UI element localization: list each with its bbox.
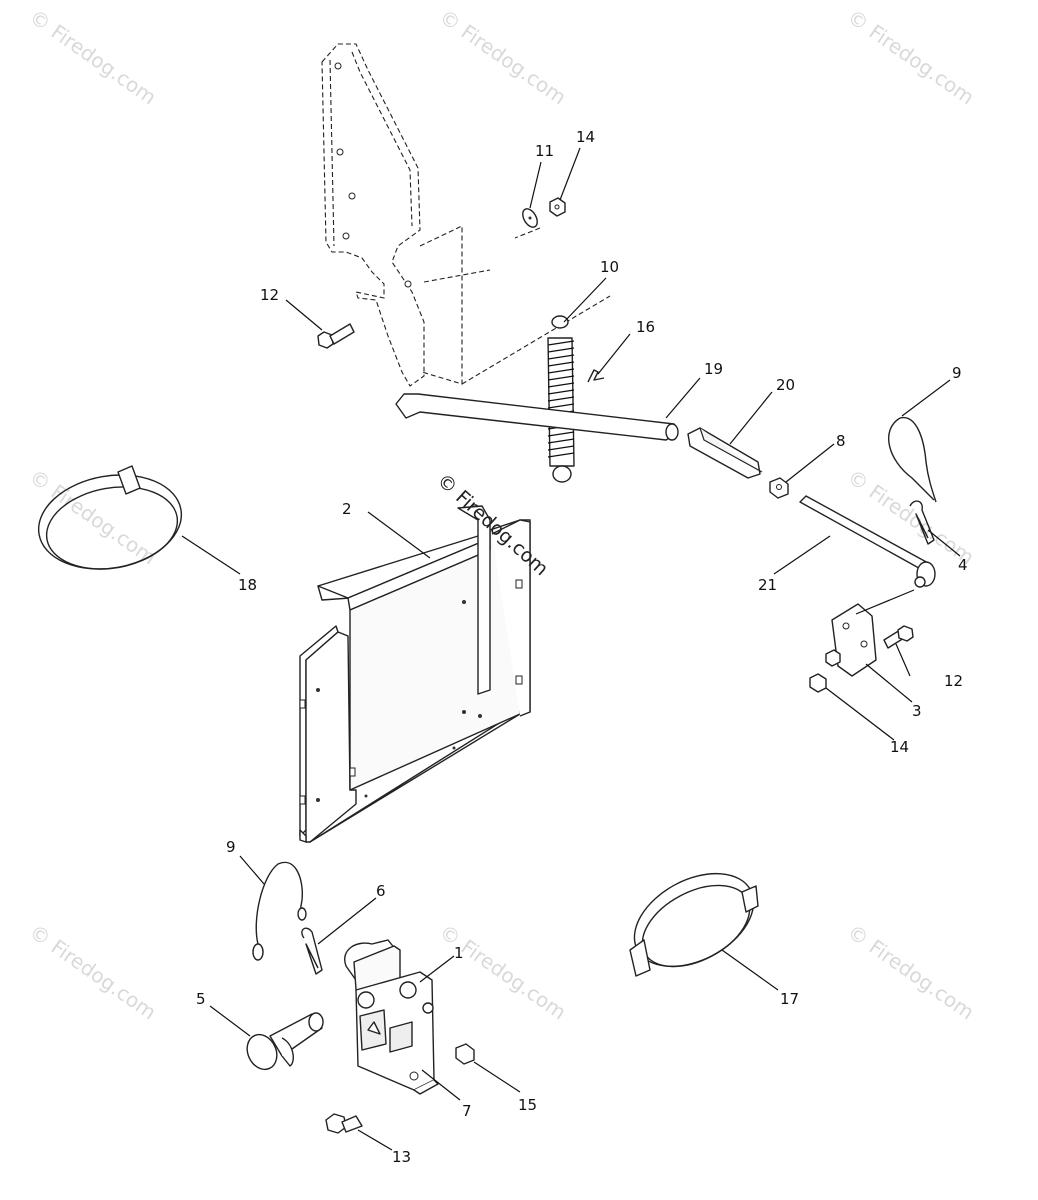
callout-10: 10 bbox=[600, 258, 619, 276]
hose-clamp-17 bbox=[629, 872, 759, 977]
callout-1: 1 bbox=[454, 944, 464, 962]
callout-7: 7 bbox=[462, 1102, 472, 1120]
watermark: © Firedog.com bbox=[25, 919, 161, 1024]
bolt-12-right bbox=[883, 625, 914, 649]
callout-4: 4 bbox=[958, 556, 968, 574]
lanyard-9-bottom bbox=[252, 861, 307, 961]
watermark: © Firedog.com bbox=[843, 4, 979, 109]
hitch-bracket-1 bbox=[344, 939, 439, 1095]
callout-13: 13 bbox=[392, 1148, 411, 1166]
callout-20: 20 bbox=[776, 376, 795, 394]
rod-21 bbox=[799, 495, 936, 588]
callout-19: 19 bbox=[704, 360, 723, 378]
quick-release-pin-5 bbox=[246, 1012, 324, 1071]
leader-lines bbox=[181, 147, 961, 1151]
watermark: © Firedog.com bbox=[25, 464, 161, 569]
callout-17: 17 bbox=[780, 990, 799, 1008]
watermark: © Firedog.com bbox=[435, 4, 571, 109]
hairpin-clip-6 bbox=[301, 927, 323, 975]
nut-15 bbox=[455, 1043, 475, 1065]
callout-6: 6 bbox=[376, 882, 386, 900]
bolt-13 bbox=[325, 1113, 363, 1134]
callout-15: 15 bbox=[518, 1096, 537, 1114]
plate-3 bbox=[825, 603, 877, 677]
cotter-pin-16 bbox=[587, 369, 605, 383]
callout-8: 8 bbox=[836, 432, 846, 450]
watermark: © Firedog.com bbox=[435, 919, 571, 1024]
hose-clamp-18 bbox=[37, 465, 183, 570]
nut-14-top bbox=[549, 197, 566, 217]
extension-spring-10 bbox=[547, 315, 575, 483]
callout-9-right: 9 bbox=[952, 364, 962, 382]
callouts: 11 14 12 10 16 19 20 8 9 4 21 12 3 14 2 … bbox=[196, 128, 968, 1166]
callout-3: 3 bbox=[912, 702, 922, 720]
callout-16: 16 bbox=[636, 318, 655, 336]
callout-14-right: 14 bbox=[890, 738, 909, 756]
callout-14-top: 14 bbox=[576, 128, 595, 146]
mounting-bracket-reference bbox=[321, 43, 611, 387]
main-frame-2 bbox=[299, 505, 531, 843]
callout-9-bottom: 9 bbox=[226, 838, 236, 856]
callout-5: 5 bbox=[196, 990, 206, 1008]
hairpin-clip-4 bbox=[909, 500, 935, 545]
washer-11 bbox=[522, 208, 538, 228]
callout-11: 11 bbox=[535, 142, 554, 160]
callout-21: 21 bbox=[758, 576, 777, 594]
callout-2: 2 bbox=[342, 500, 352, 518]
lanyard-9-right bbox=[887, 416, 937, 503]
sleeve-20 bbox=[687, 427, 763, 479]
bolt-12-top bbox=[317, 323, 355, 349]
callout-18: 18 bbox=[238, 576, 257, 594]
callout-12-top: 12 bbox=[260, 286, 279, 304]
watermark: © Firedog.com bbox=[843, 919, 979, 1024]
l-pin-19 bbox=[395, 393, 679, 441]
watermark: © Firedog.com bbox=[25, 4, 161, 109]
callout-12-right: 12 bbox=[944, 672, 963, 690]
nut-14-right bbox=[809, 673, 827, 693]
nut-8 bbox=[769, 477, 789, 499]
